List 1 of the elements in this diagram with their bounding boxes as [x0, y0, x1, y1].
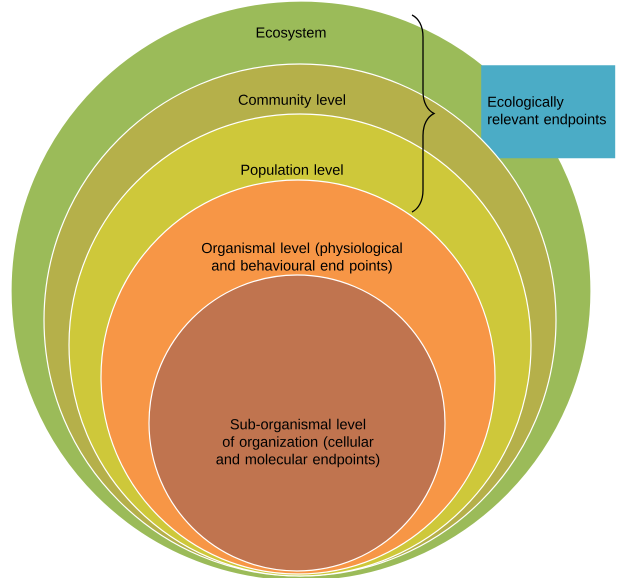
label-box: Ecologically relevant endpoints [481, 65, 616, 158]
